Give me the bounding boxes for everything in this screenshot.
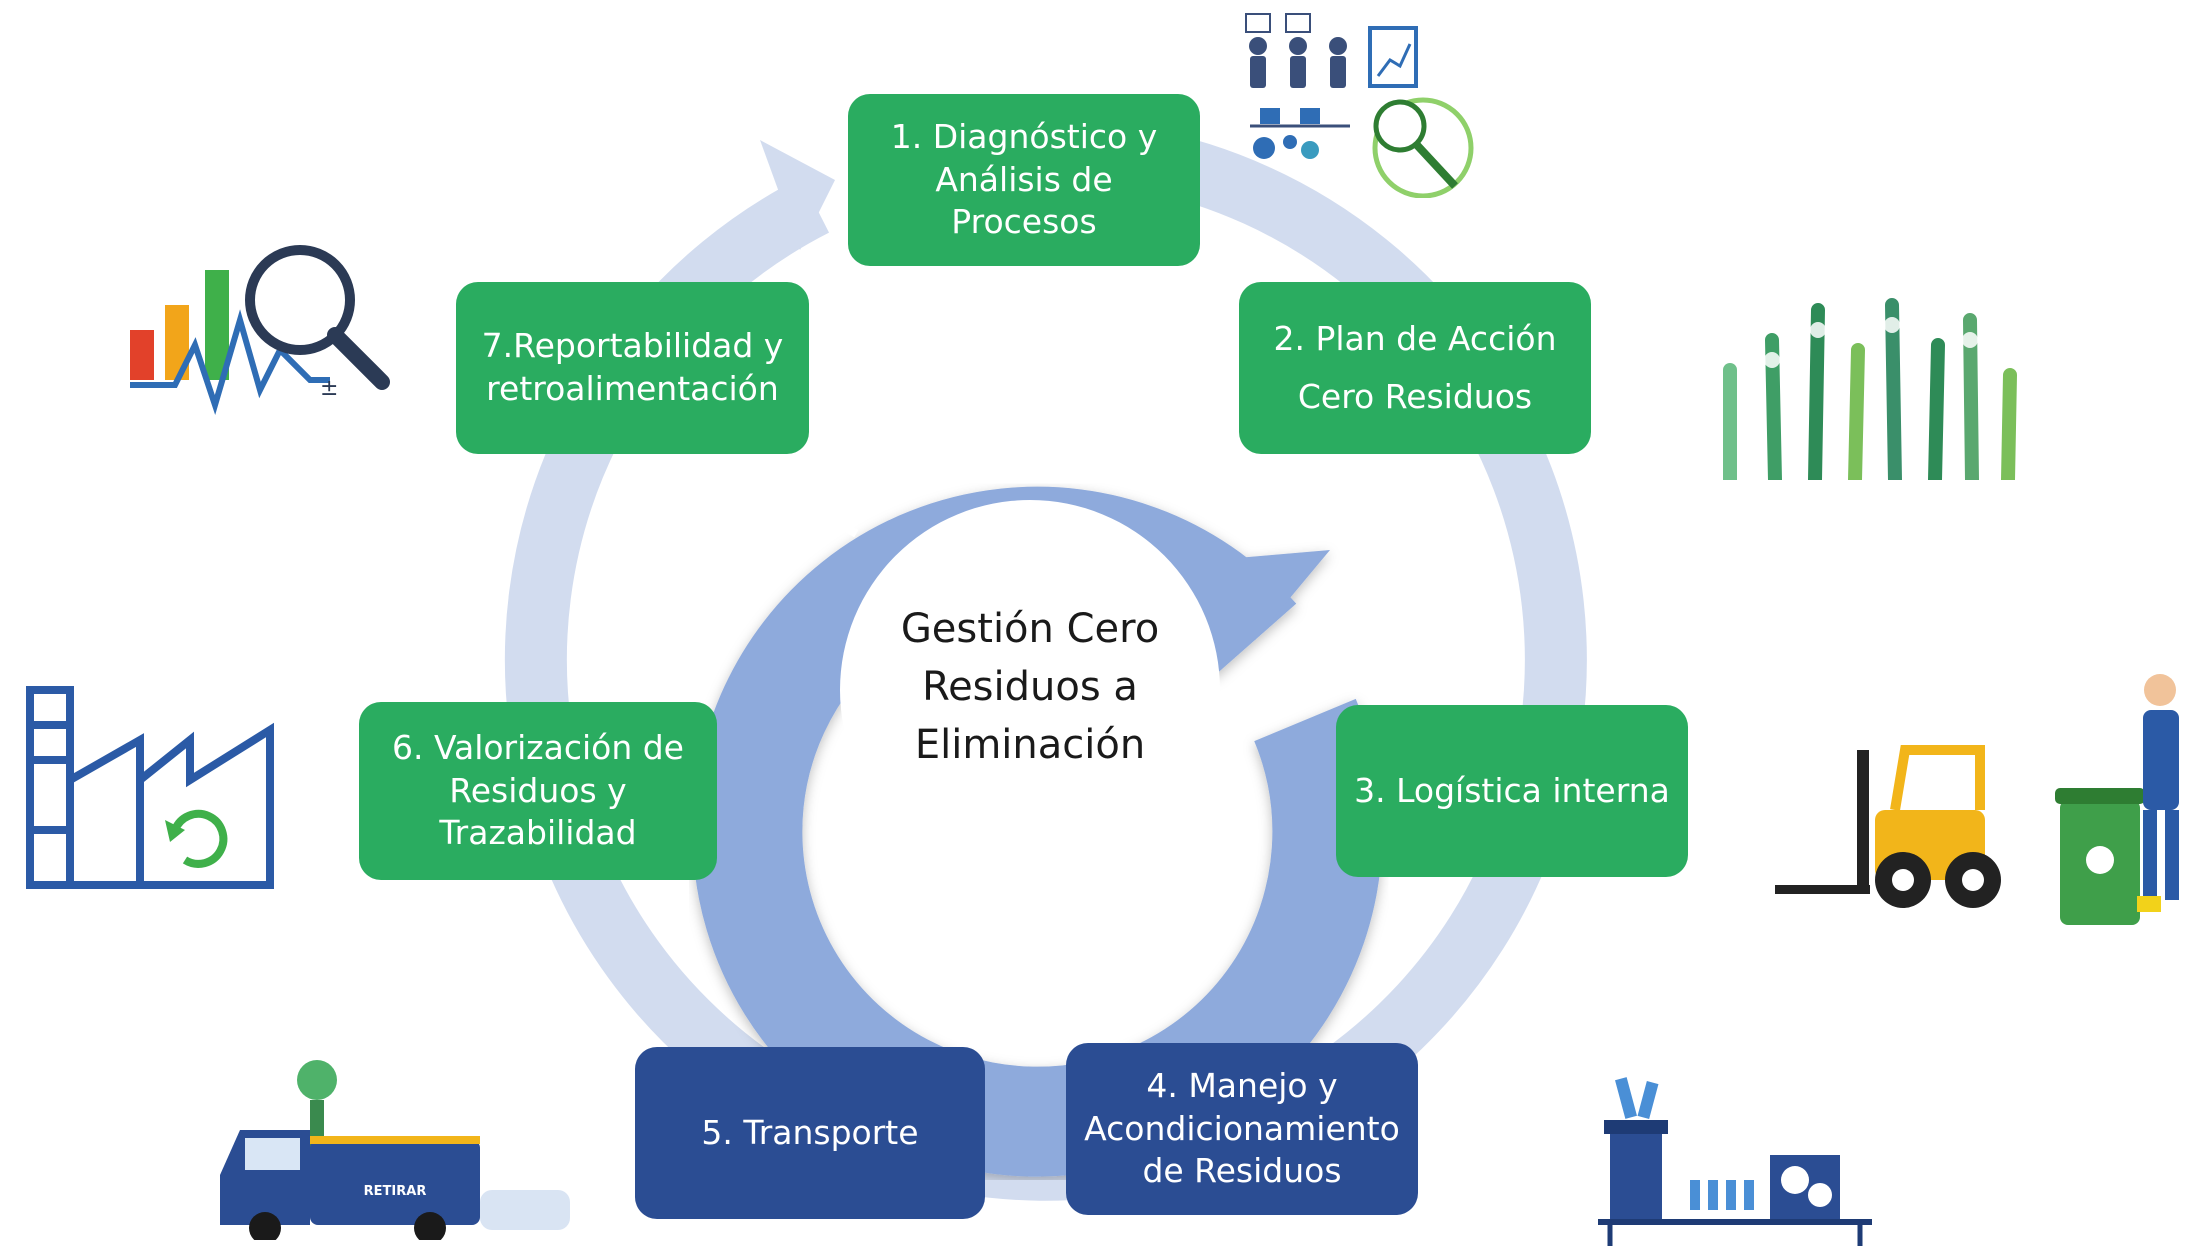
forklift-worker-icon	[1775, 674, 2179, 925]
inner-arrowhead-icon	[1155, 550, 1330, 640]
outer-ring-arrowhead-icon	[760, 140, 835, 250]
step-2-plan-accion: 2. Plan de Acción Cero Residuos	[1239, 282, 1591, 454]
step-5-transporte: 5. Transporte	[635, 1047, 985, 1219]
chart-magnifier-icon: ±	[130, 245, 390, 416]
raised-hands-recycle-icon	[1723, 298, 2017, 480]
step-4-manejo: 4. Manejo y Acondicionamiento de Residuo…	[1066, 1043, 1418, 1215]
step-7-reportabilidad: 7.Reportabilidad y retroalimentación	[456, 282, 809, 454]
bottling-machine-icon	[1598, 1077, 1872, 1246]
center-label: Gestión Cero Residuos a Eliminación	[900, 606, 1160, 768]
step-3-logistica: 3. Logística interna	[1336, 705, 1688, 877]
process-analysis-icon	[1245, 13, 1474, 198]
factory-recycle-icon	[26, 686, 274, 889]
svg-text:±: ±	[320, 376, 338, 401]
truck-badge-text: RETIRAR	[364, 1184, 427, 1199]
step-1-diagnostico: 1. Diagnóstico y Análisis de Procesos	[848, 94, 1200, 266]
step-6-valorizacion: 6. Valorización de Residuos y Trazabilid…	[359, 702, 717, 880]
waste-truck-icon: RETIRAR	[220, 1060, 570, 1240]
